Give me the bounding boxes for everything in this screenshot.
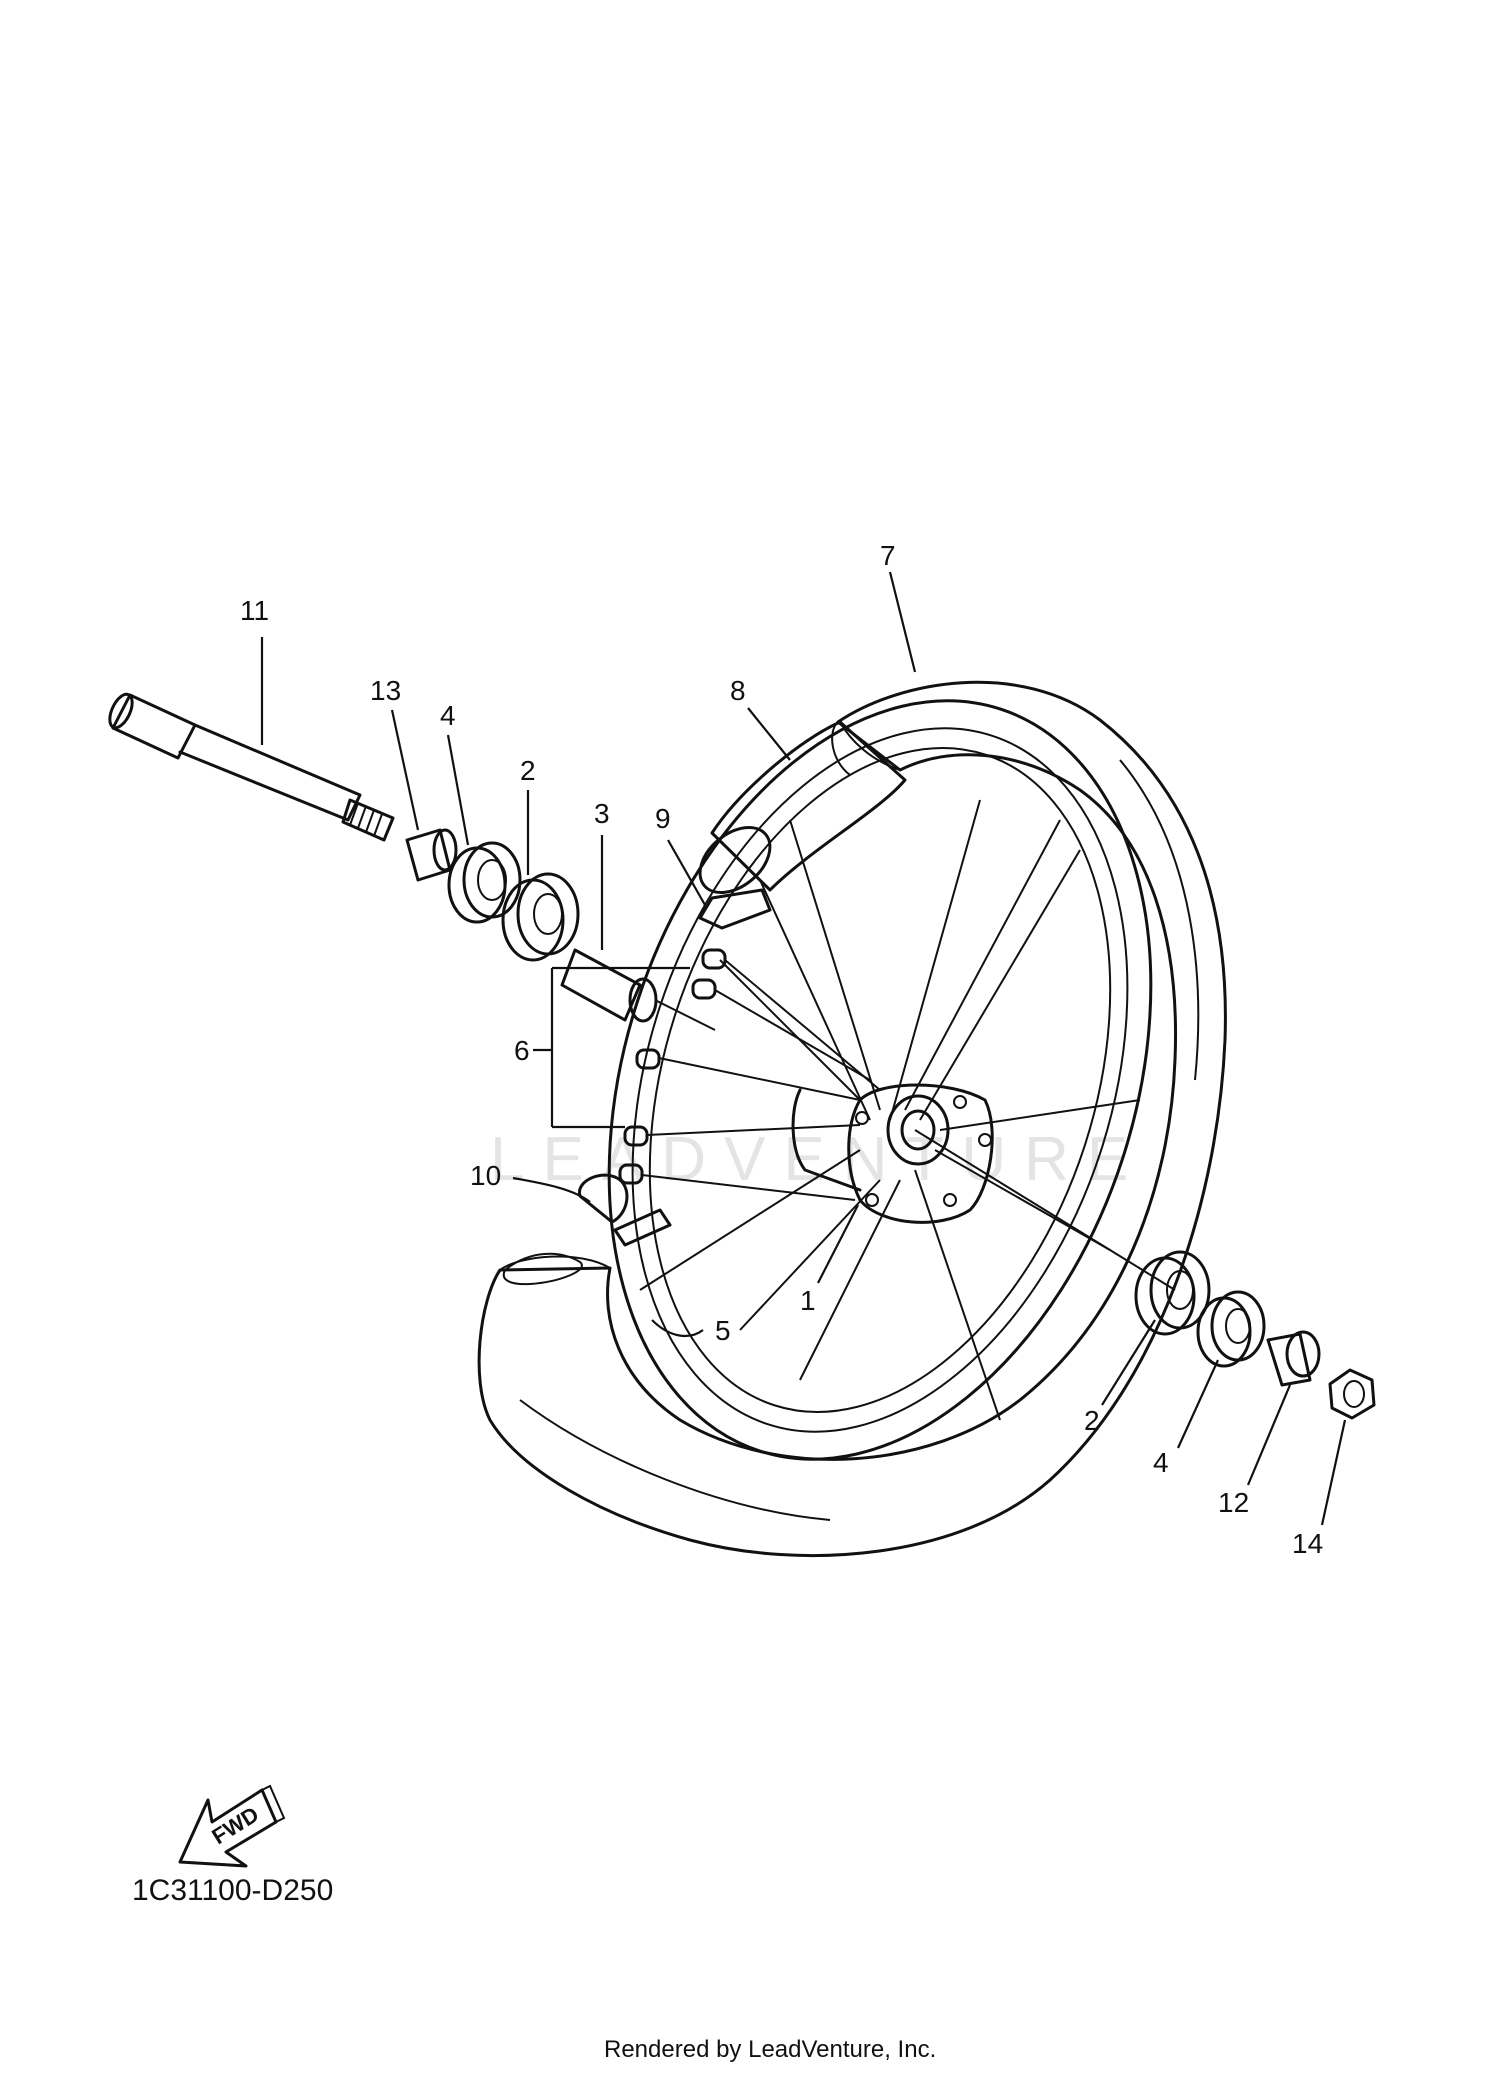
callout-2-right[interactable]: 2 (1084, 1405, 1100, 1436)
rim[interactable] (517, 630, 1243, 1529)
valve[interactable] (502, 1173, 672, 1286)
oil-seal-left[interactable] (447, 841, 522, 924)
callout-12[interactable]: 12 (1218, 1487, 1249, 1518)
hub[interactable] (791, 1083, 994, 1224)
bearing-right[interactable] (1134, 1250, 1211, 1336)
leader-lines (260, 571, 1347, 1526)
tube[interactable] (688, 720, 907, 906)
watermark-text: LEADVENTURE (490, 1125, 1146, 1194)
diagram-code: 1C31100-D250 (132, 1874, 333, 1907)
callout-9[interactable]: 9 (655, 803, 671, 834)
footer-credit: Rendered by LeadVenture, Inc. (604, 2036, 936, 2063)
tire[interactable] (477, 680, 1227, 1558)
callout-10[interactable]: 10 (470, 1160, 501, 1191)
callout-1[interactable]: 1 (800, 1285, 816, 1316)
callout-5[interactable]: 5 (715, 1315, 731, 1346)
spokes[interactable] (639, 799, 1141, 1421)
callout-11[interactable]: 11 (240, 595, 269, 626)
axle[interactable] (105, 691, 395, 842)
callout-13[interactable]: 13 (370, 675, 401, 706)
collar[interactable] (405, 828, 458, 882)
oil-seal-right[interactable] (1196, 1290, 1266, 1368)
collar-right[interactable] (1266, 1330, 1321, 1387)
callout-6[interactable]: 6 (514, 1035, 530, 1066)
callout-4-right[interactable]: 4 (1153, 1447, 1169, 1478)
nipples[interactable] (618, 948, 881, 1201)
bearing-left[interactable] (501, 872, 580, 962)
nut[interactable] (1328, 1368, 1376, 1420)
callout-4-left[interactable]: 4 (440, 700, 456, 731)
callout-14[interactable]: 14 (1292, 1528, 1323, 1559)
fwd-arrow-icon: FWD (178, 1784, 286, 1868)
callout-7[interactable]: 7 (880, 540, 896, 571)
rim-band[interactable] (698, 888, 772, 930)
callout-8[interactable]: 8 (730, 675, 746, 706)
callout-2-left[interactable]: 2 (520, 755, 536, 786)
callouts: 11 13 4 2 3 9 8 7 6 10 1 5 2 4 12 14 (240, 540, 1323, 1559)
callout-3[interactable]: 3 (594, 798, 610, 829)
spacer[interactable] (560, 948, 716, 1031)
